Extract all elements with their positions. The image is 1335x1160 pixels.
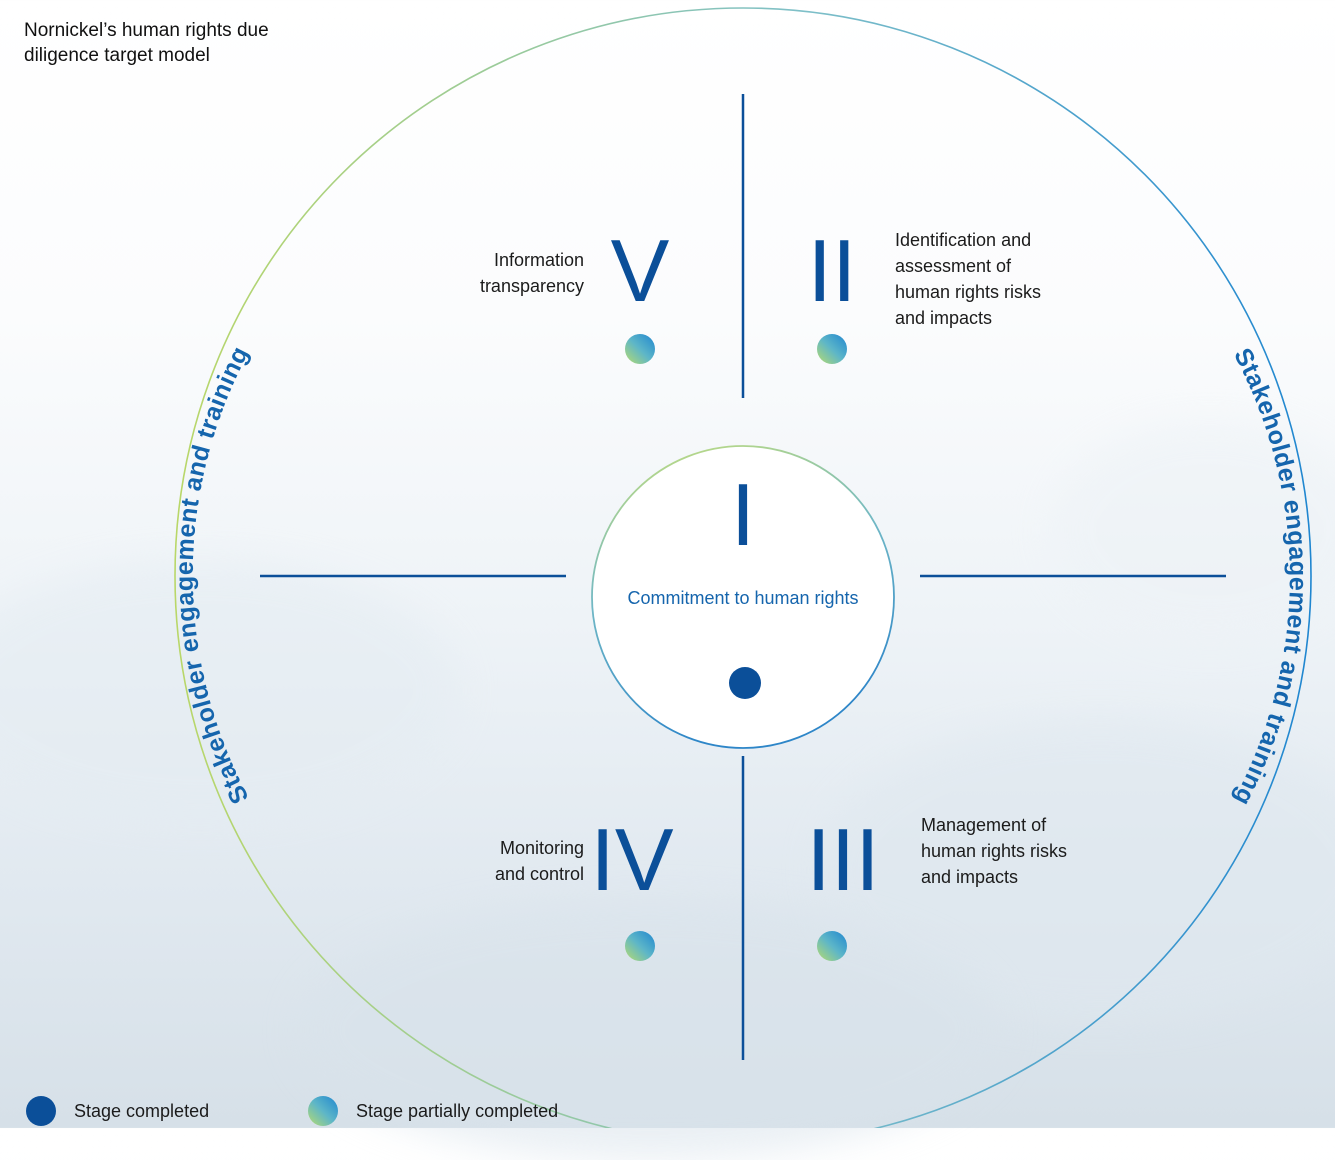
- stage-iii-label: Management of human rights risks and imp…: [921, 812, 1141, 890]
- stage-v-status-dot: [625, 334, 655, 364]
- legend-completed: Stage completed: [26, 1096, 209, 1126]
- stage-ii-status-dot: [817, 334, 847, 364]
- center-circle: [591, 445, 895, 749]
- center-label: Commitment to human rights: [627, 588, 859, 608]
- stage-iv-label: Monitoring and control: [404, 835, 584, 887]
- legend-partial-label: Stage partially completed: [356, 1100, 559, 1121]
- stage-ii-label-line: assessment of: [895, 256, 1012, 276]
- stage-iii-status-dot: [817, 931, 847, 961]
- stage-iv-label-line: and control: [494, 864, 584, 884]
- background-cloud: [0, 560, 460, 820]
- legend-partial-swatch: [308, 1096, 338, 1126]
- numeral-iv: IV: [590, 810, 673, 909]
- legend-partially-completed: Stage partially completed: [308, 1096, 558, 1126]
- stage-iii-label-line: and impacts: [921, 867, 1019, 887]
- ring-label-right: Stakeholder engagement and training: [1228, 344, 1312, 811]
- stage-ii-label-line: and impacts: [895, 308, 993, 328]
- ring-label-left: Stakeholder engagement and training: [171, 342, 255, 809]
- stage-iv-label-line: Monitoring: [499, 838, 584, 858]
- numeral-ii: II: [808, 221, 857, 320]
- numeral-iii: III: [806, 810, 879, 909]
- legend-completed-swatch: [26, 1096, 56, 1126]
- stage-v-label-line: transparency: [479, 276, 584, 296]
- stage-iv-status-dot: [625, 931, 655, 961]
- stage-iii-label-line: Management of: [921, 815, 1047, 835]
- stage-v-label-line: Information: [493, 250, 584, 270]
- background-cloud: [1050, 420, 1335, 640]
- stage-v-label: Information transparency: [404, 247, 584, 299]
- due-diligence-diagram: I V II IV III Stakeholder engagement and…: [171, 7, 1312, 1128]
- stage-ii-label-line: Identification and: [895, 230, 1032, 250]
- stage-ii-label-line: human rights risks: [895, 282, 1042, 302]
- stage-ii-label: Identification and assessment of human r…: [895, 227, 1115, 331]
- legend-completed-label: Stage completed: [74, 1100, 210, 1121]
- diagram-title: Nornickel’s human rights due diligence t…: [24, 20, 269, 66]
- center-status-dot: [729, 667, 761, 699]
- numeral-v: V: [611, 221, 670, 320]
- center-numeral: I: [731, 465, 755, 564]
- outer-ring: [174, 7, 1312, 1128]
- stage-iii-label-line: human rights risks: [921, 841, 1068, 861]
